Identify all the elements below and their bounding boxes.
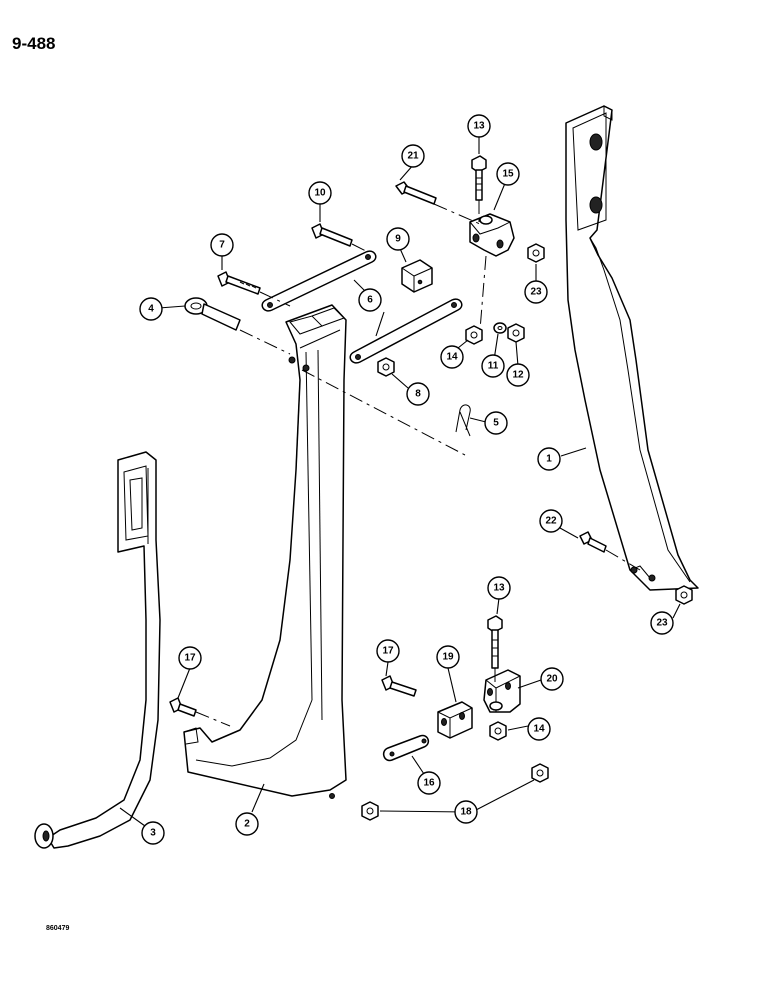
callout-label-22: 22 (545, 516, 557, 527)
callout-label-14-lower: 14 (533, 724, 545, 735)
callout-22: 22 (539, 509, 563, 533)
callout-label-18: 18 (460, 807, 472, 818)
standard-part-2 (183, 304, 347, 799)
callout-12: 12 (506, 363, 530, 387)
callout-label-23-upper: 23 (530, 287, 542, 298)
nut-part-23-lower (675, 585, 693, 605)
callout-17-center: 17 (376, 639, 400, 663)
nut-part-18-right (531, 763, 549, 783)
nut-part-8 (377, 357, 395, 377)
callout-label-12: 12 (512, 370, 524, 381)
callout-15: 15 (496, 162, 520, 186)
nut-part-23-upper (527, 243, 545, 263)
link-lower-part-6 (349, 298, 463, 364)
callouts: 1 2 3 4 5 6 7 8 9 10 11 12 13 13 14 14 1… (139, 114, 674, 845)
callout-2: 2 (235, 812, 259, 836)
callout-label-19: 19 (442, 652, 454, 663)
callout-7: 7 (210, 233, 234, 257)
shank-part-1 (565, 105, 699, 591)
nut-part-14-lower (489, 721, 507, 741)
callout-label-13-upper: 13 (473, 121, 485, 132)
callout-20: 20 (540, 667, 564, 691)
callout-18: 18 (454, 800, 478, 824)
callout-1: 1 (537, 447, 561, 471)
callout-23-upper: 23 (524, 280, 548, 304)
block-part-9 (401, 259, 433, 293)
callout-8: 8 (406, 382, 430, 406)
callout-label-9: 9 (395, 234, 401, 245)
callout-13-upper: 13 (467, 114, 491, 138)
callout-3: 3 (141, 821, 165, 845)
callout-label-16: 16 (423, 778, 435, 789)
block-part-19 (437, 701, 473, 739)
callout-10: 10 (308, 181, 332, 205)
clevis-part-15 (469, 213, 515, 257)
callout-16: 16 (417, 771, 441, 795)
callout-label-14-upper: 14 (446, 352, 458, 363)
bolt-part-13-upper (471, 155, 487, 201)
callout-label-1: 1 (546, 454, 552, 465)
callout-14-upper: 14 (440, 345, 464, 369)
bolt-part-17-center (381, 675, 417, 697)
callout-23-lower: 23 (650, 611, 674, 635)
bolt-part-22 (579, 531, 607, 553)
link-plate-part-16 (382, 734, 430, 762)
shank-hole-lower (589, 196, 603, 214)
bolt-part-21 (395, 181, 437, 205)
callout-label-17-center: 17 (382, 646, 394, 657)
callout-5: 5 (484, 411, 508, 435)
callout-14-lower: 14 (527, 717, 551, 741)
callout-17-left: 17 (178, 646, 202, 670)
nut-part-18-left (361, 801, 379, 821)
bolt-part-13-lower (487, 615, 503, 669)
shank-hole-upper (589, 133, 603, 151)
figure-id: 860479 (46, 925, 70, 932)
callout-label-11: 11 (488, 361, 499, 372)
callout-6: 6 (358, 288, 382, 312)
callout-label-21: 21 (407, 151, 419, 162)
washer-part-11 (493, 322, 507, 334)
callout-label-13-lower: 13 (493, 583, 505, 594)
callout-label-10: 10 (314, 188, 326, 199)
link-upper-part-6 (261, 250, 377, 312)
nut-part-14-upper (465, 325, 483, 345)
callout-label-4: 4 (148, 304, 154, 315)
hair-pin-part-5 (455, 404, 471, 437)
callout-label-3: 3 (150, 828, 156, 839)
callout-21: 21 (401, 144, 425, 168)
callout-label-17-left: 17 (184, 653, 196, 664)
bolt-part-10 (311, 223, 353, 247)
page-number: 9-488 (12, 34, 56, 53)
callout-4: 4 (139, 297, 163, 321)
callout-label-23-lower: 23 (656, 618, 668, 629)
eye-bolt-part-4 (184, 297, 241, 331)
callout-9: 9 (386, 227, 410, 251)
callout-label-15: 15 (502, 169, 514, 180)
callout-label-7: 7 (219, 240, 225, 251)
callout-label-5: 5 (493, 418, 499, 429)
nut-part-12 (507, 323, 525, 343)
trip-spring-part-3 (34, 451, 161, 849)
callout-11: 11 (481, 354, 505, 378)
callout-label-6: 6 (367, 295, 373, 306)
bolt-part-17-left (169, 697, 197, 717)
bolt-part-7 (217, 271, 261, 295)
callout-label-8: 8 (415, 389, 421, 400)
clevis-part-20 (483, 669, 521, 713)
callout-label-20: 20 (546, 674, 558, 685)
assembly-lines (195, 200, 641, 727)
callout-19: 19 (436, 645, 460, 669)
callout-13-lower: 13 (487, 576, 511, 600)
callout-label-2: 2 (244, 819, 250, 830)
